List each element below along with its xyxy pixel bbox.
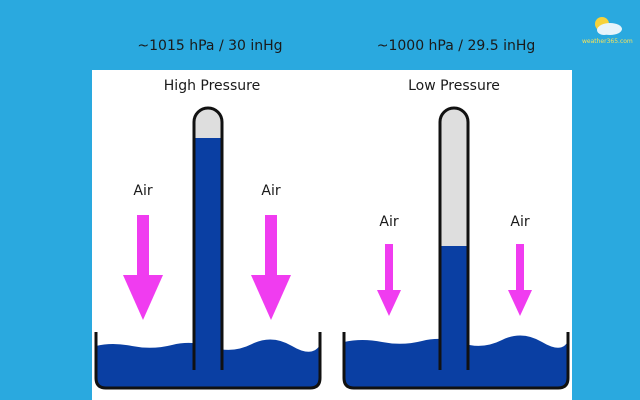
high-air-arrow-left [123,215,163,320]
title-low-pressure: Low Pressure [408,78,500,94]
site-logo[interactable]: weather365.com [582,14,633,48]
low-air-arrow-right [508,244,532,316]
caption-high-pressure: ~1015 hPa / 30 inHg [137,38,283,54]
label-air-low-right: Air [510,214,530,230]
barometer-svg [94,106,570,390]
low-tube-outline [438,106,470,370]
logo-text: weather365.com [582,38,633,45]
low-basin-outline [342,332,570,390]
title-high-pressure: High Pressure [163,78,261,94]
label-air-high-right: Air [261,183,281,199]
high-tube-mercury [194,138,222,370]
barometer-diagram: High Pressure Low Pressure Air Air Air A… [92,70,572,400]
caption-low-pressure: ~1000 hPa / 29.5 inHg [376,38,536,54]
high-tube-outline [192,106,224,370]
low-air-arrow-left [377,244,401,316]
high-basin-outline [94,332,322,390]
label-air-high-left: Air [133,183,153,199]
label-air-low-left: Air [379,214,399,230]
sun-cloud-icon [595,17,622,35]
high-air-arrow-right [251,215,291,320]
low-tube-mercury [440,246,468,370]
